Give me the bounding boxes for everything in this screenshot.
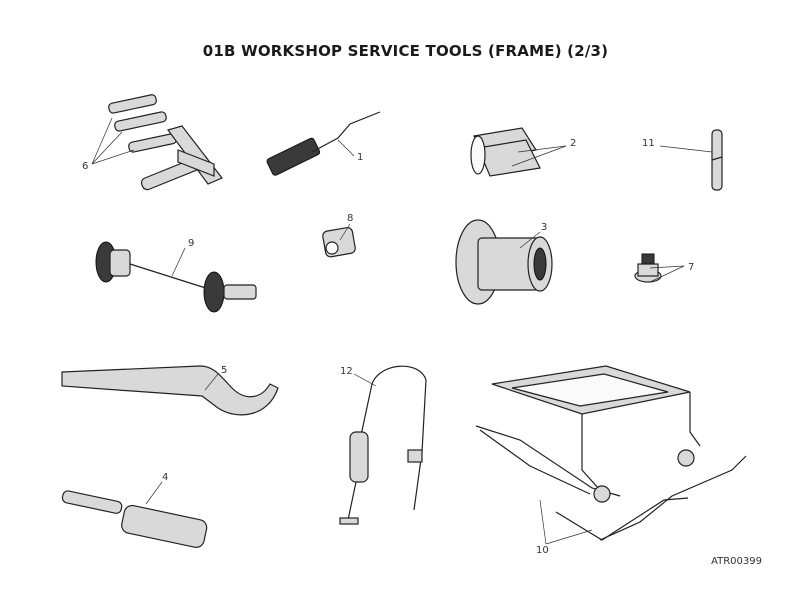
callout-10: 10 <box>536 545 549 556</box>
tool-6-pin-set <box>108 94 223 191</box>
callout-12: 12 <box>340 366 353 377</box>
callout-4: 4 <box>162 472 169 483</box>
callout-2: 2 <box>570 138 577 149</box>
callout-leaders <box>91 117 713 545</box>
callout-6: 6 <box>82 161 89 172</box>
tool-1-puller-rod <box>266 111 381 176</box>
callout-9: 9 <box>188 238 195 249</box>
callout-1: 1 <box>357 152 364 163</box>
callout-5: 5 <box>221 365 228 376</box>
tool-3-flange <box>455 219 553 305</box>
callout-8: 8 <box>347 213 354 224</box>
tool-11-pin <box>711 129 723 191</box>
tool-12-cable-tool <box>339 365 427 525</box>
drawing-code: ATR00399 <box>711 556 762 567</box>
tool-4-drift <box>61 490 208 548</box>
callout-3: 3 <box>541 222 548 233</box>
tool-10-service-stand <box>475 365 747 541</box>
tool-7-adapter <box>634 253 662 283</box>
callout-7: 7 <box>688 262 695 273</box>
tool-9-long-puller <box>95 241 257 313</box>
tool-8-collar <box>322 226 356 258</box>
tool-2-bushing <box>470 127 541 177</box>
callout-11: 11 <box>642 138 655 149</box>
page-title: 01B WORKSHOP SERVICE TOOLS (FRAME) (2/3) <box>202 42 609 60</box>
tool-5-hook-spanner <box>61 365 279 416</box>
